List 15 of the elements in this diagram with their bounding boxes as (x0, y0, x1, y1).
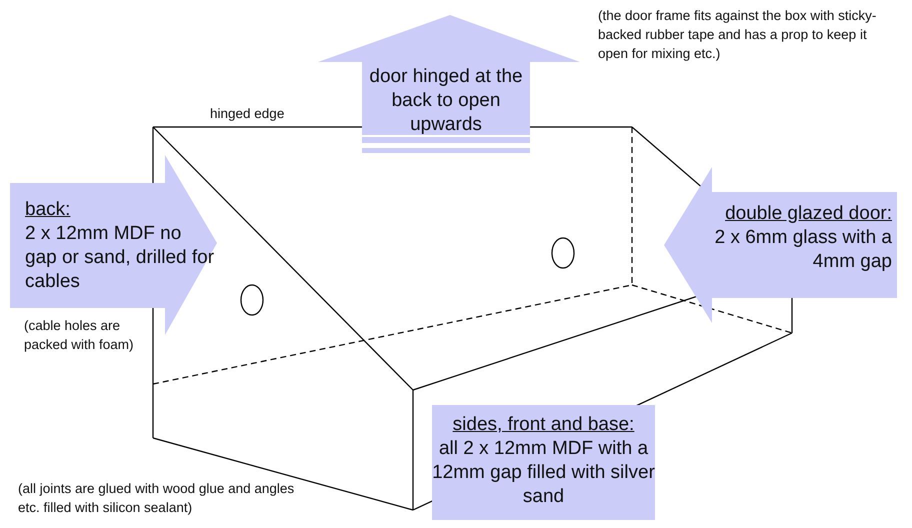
arrow-callout (664, 167, 897, 323)
callout-text: 2 x 6mm glass with a 4mm gap (714, 226, 892, 274)
callout-text: 2 x 12mm MDF no gap or sand, drilled for cables (25, 222, 215, 294)
note-text: (cable holes are packed with foam) (24, 317, 134, 354)
note-text: (all joints are glued with wood glue and angles etc. filled with silicon sealant) (18, 480, 296, 517)
heading: back: (25, 198, 70, 222)
note-text: (the door frame fits against the box with sticky-backed rubber tape and has a prop to keep it open for mixing etc.) (598, 7, 878, 63)
arrow-callout (318, 15, 580, 155)
callout-text: door hinged at the back to open upwards (368, 65, 524, 137)
callout-text: all 2 x 12mm MDF with a 12mm gap filled with silver sand (432, 437, 655, 509)
heading: sides, front and base: (452, 413, 634, 437)
note-box (432, 405, 655, 520)
heading: double glazed door: (725, 202, 892, 226)
arrow-callout (10, 155, 217, 335)
note-text: hinged edge (210, 105, 286, 123)
